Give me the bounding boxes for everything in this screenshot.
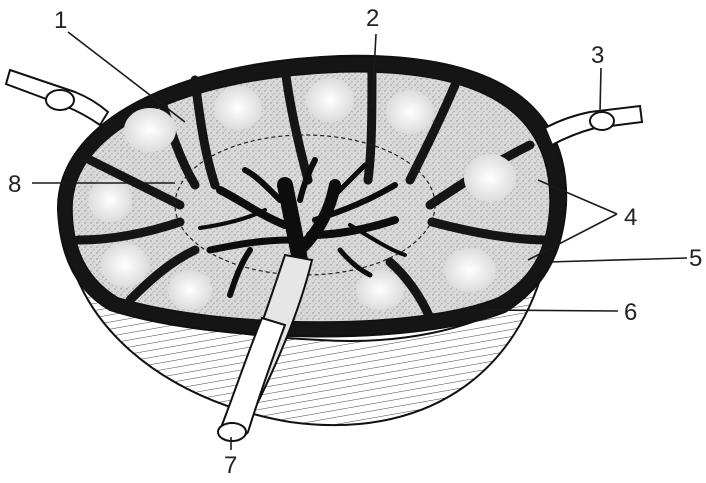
label-3: 3: [591, 42, 604, 69]
label-1: 1: [54, 7, 67, 34]
label-2: 2: [366, 5, 379, 32]
efferent-vessel-opening: [218, 423, 246, 441]
afferent-vessel-right-opening: [590, 112, 614, 130]
label-5: 5: [689, 245, 702, 272]
label-6: 6: [624, 299, 637, 326]
afferent-vessel-left-opening: [46, 90, 74, 110]
label-7: 7: [224, 452, 237, 479]
label-4: 4: [624, 204, 637, 231]
label-8: 8: [8, 171, 21, 198]
